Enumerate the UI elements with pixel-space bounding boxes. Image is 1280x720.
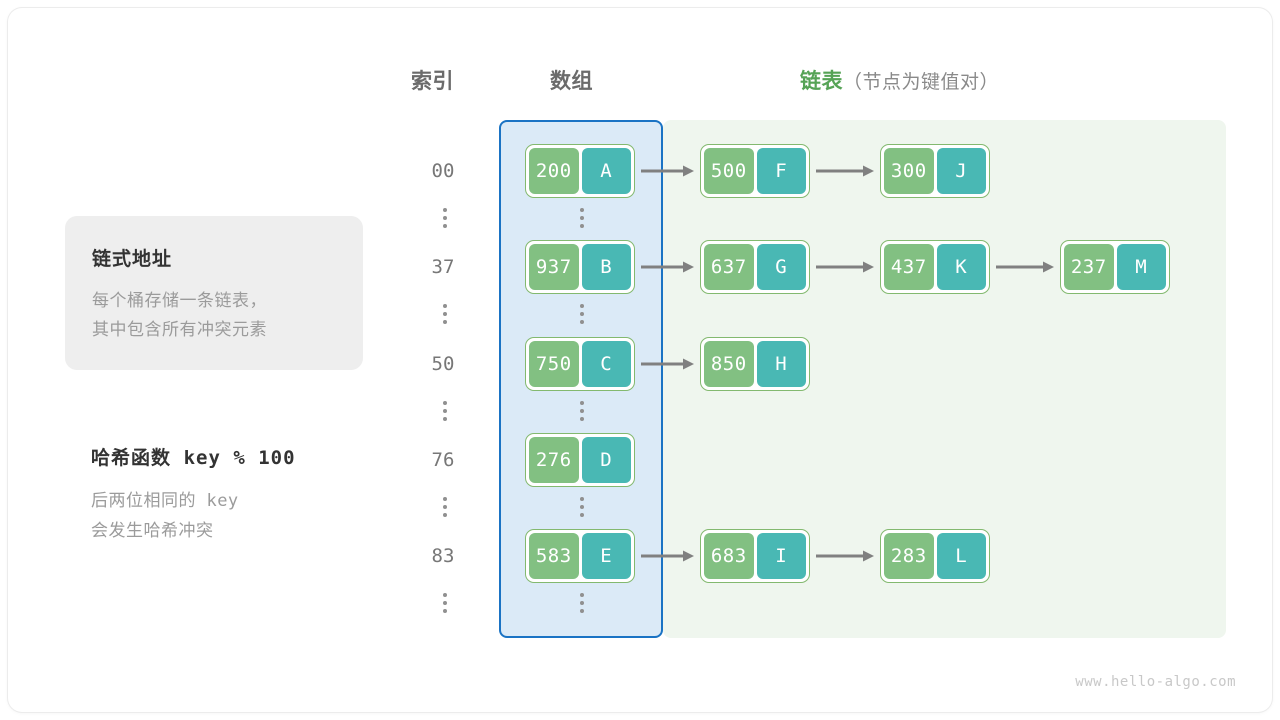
array-ellipsis <box>573 593 591 613</box>
node-key: 200 <box>529 148 579 194</box>
info-card: 链式地址 每个桶存储一条链表， 其中包含所有冲突元素 <box>65 216 363 370</box>
array-ellipsis <box>573 401 591 421</box>
hash-function-title: 哈希函数 key % 100 <box>91 443 296 470</box>
node-value: M <box>1116 244 1166 290</box>
node-key: 750 <box>529 341 579 387</box>
info-card-line-2: 其中包含所有冲突元素 <box>92 320 267 339</box>
info-card-body: 每个桶存储一条链表， 其中包含所有冲突元素 <box>92 286 267 344</box>
index-ellipsis <box>436 497 454 517</box>
header-linked-list: 链表（节点为键值对） <box>800 65 999 95</box>
hash-note-line-1: 后两位相同的 key <box>91 486 239 516</box>
hash-note-line-2: 会发生哈希冲突 <box>91 521 214 540</box>
index-ellipsis <box>436 593 454 613</box>
array-ellipsis <box>573 497 591 517</box>
index-ellipsis <box>436 304 454 324</box>
chain-arrow <box>641 164 694 178</box>
node-value: B <box>581 244 631 290</box>
node-key: 583 <box>529 533 579 579</box>
index-ellipsis <box>436 208 454 228</box>
hash-function-expression: key % 100 <box>183 447 296 469</box>
row-index-label: 76 <box>431 449 455 471</box>
row-index-label: 00 <box>431 160 455 182</box>
index-ellipsis <box>436 401 454 421</box>
hash-note-line-1-code: key <box>206 491 239 511</box>
node-value: G <box>756 244 806 290</box>
watermark: www.hello-algo.com <box>1075 674 1236 690</box>
array-ellipsis <box>573 304 591 324</box>
row-index-label: 83 <box>431 545 455 567</box>
chain-arrow <box>816 260 874 274</box>
diagram-canvas: 索引 数组 链表（节点为键值对） 链式地址 每个桶存储一条链表， 其中包含所有冲… <box>8 8 1272 712</box>
row-index-label: 37 <box>431 256 455 278</box>
node-key: 850 <box>704 341 754 387</box>
node-value: A <box>581 148 631 194</box>
header-index: 索引 <box>411 70 454 93</box>
node-value: L <box>936 533 986 579</box>
hash-note-line-1-text: 后两位相同的 <box>91 491 196 510</box>
header-array: 数组 <box>550 70 593 93</box>
hash-function-label: 哈希函数 <box>91 448 172 469</box>
node-value: D <box>581 437 631 483</box>
chain-arrow <box>641 357 694 371</box>
chain-arrow <box>996 260 1054 274</box>
header-linked-list-sub: （节点为键值对） <box>843 72 1000 93</box>
array-ellipsis <box>573 208 591 228</box>
node-value: K <box>936 244 986 290</box>
info-card-line-1: 每个桶存储一条链表， <box>92 291 267 310</box>
node-key: 237 <box>1064 244 1114 290</box>
node-value: I <box>756 533 806 579</box>
node-key: 437 <box>884 244 934 290</box>
node-value: F <box>756 148 806 194</box>
chain-arrow <box>641 549 694 563</box>
node-key: 937 <box>529 244 579 290</box>
node-value: C <box>581 341 631 387</box>
node-key: 300 <box>884 148 934 194</box>
node-key: 637 <box>704 244 754 290</box>
node-value: J <box>936 148 986 194</box>
chain-arrow <box>816 164 874 178</box>
row-index-label: 50 <box>431 353 455 375</box>
node-key: 500 <box>704 148 754 194</box>
node-value: H <box>756 341 806 387</box>
info-card-title: 链式地址 <box>92 249 173 270</box>
hash-function-note: 后两位相同的 key 会发生哈希冲突 <box>91 486 239 545</box>
node-key: 276 <box>529 437 579 483</box>
node-value: E <box>581 533 631 579</box>
node-key: 283 <box>884 533 934 579</box>
node-key: 683 <box>704 533 754 579</box>
chain-arrow <box>641 260 694 274</box>
chain-arrow <box>816 549 874 563</box>
header-linked-list-main: 链表 <box>800 70 843 93</box>
